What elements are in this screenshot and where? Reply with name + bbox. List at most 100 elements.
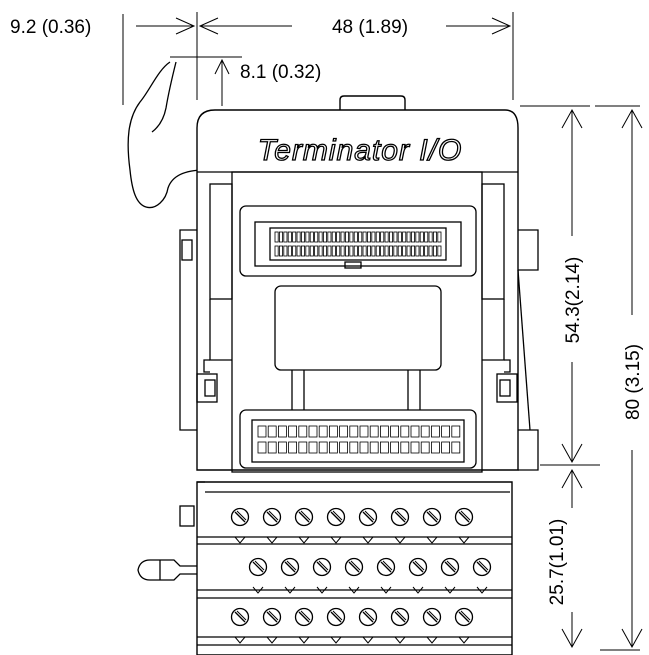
connector-pin [397,231,402,243]
connector-pin [410,231,415,243]
dim-top-width: 48 (1.89) [196,12,514,100]
connector-pin [339,425,349,438]
connector-pin [318,231,323,243]
connector-pin [428,231,433,243]
terminal-screw [312,557,332,594]
connector-pin [349,231,354,243]
overall-height-label: 80 (3.15) [623,344,644,420]
connector-pin [415,245,420,257]
terminal-screw [390,507,410,544]
connector-pin [437,231,442,243]
connector-pin [384,231,389,243]
connector-pin [340,245,345,257]
connector-pin [420,441,430,454]
connector-pin [283,231,288,243]
connector-pin [359,441,369,454]
terminal-screw [454,607,474,644]
terminal-screw [262,607,282,644]
connector-pin [402,231,407,243]
latch-height-label: 8.1 (0.32) [240,62,321,83]
dim-latch-height: 8.1 (0.32) [170,56,321,106]
dim-lower-height: 25.7(1.01) [547,468,583,649]
terminal-screw [230,507,250,544]
connector-pin [309,245,314,257]
connector-pin [298,441,308,454]
connector-pin [420,425,430,438]
connector-pin [292,231,297,243]
connector-pin [278,231,283,243]
terminal-screw [454,507,474,544]
upper-connector [239,205,477,277]
connector-pin [371,231,376,243]
connector-pin [441,441,451,454]
connector-pin [277,425,287,438]
connector-pin [274,231,279,243]
connector-pin [308,425,318,438]
connector-pin [424,231,429,243]
connector-pin [298,425,308,438]
terminal-screw [376,557,396,594]
terminal-screw [344,557,364,594]
connector-pin [380,245,385,257]
connector-pin [292,245,297,257]
connector-pin [432,245,437,257]
connector-pin [339,441,349,454]
connector-pin [388,245,393,257]
connector-pin [283,245,288,257]
connector-pin [384,245,389,257]
connector-pin [406,245,411,257]
terminal-screw [472,557,492,594]
connector-pin [358,231,363,243]
connector-pin [336,231,341,243]
terminal-screw [248,557,268,594]
connector-pin [336,245,341,257]
connector-pin [331,245,336,257]
connector-pin [349,425,359,438]
connector-pin [397,245,402,257]
terminal-screw [230,607,250,644]
logo-text: Terminator I/O [258,134,463,167]
connector-pin [410,441,420,454]
lower-connector [239,409,477,469]
connector-pin [349,245,354,257]
connector-pin [432,231,437,243]
connector-pin [353,245,358,257]
terminal-screw [294,507,314,544]
connector-pin [402,245,407,257]
connector-pin [328,425,338,438]
connector-pin [390,425,400,438]
connector-pin [369,425,379,438]
connector-pin [318,441,328,454]
terminal-screw [294,607,314,644]
connector-pin [358,245,363,257]
connector-pin [353,231,358,243]
connector-pin [322,231,327,243]
connector-pin [296,245,301,257]
connector-pin [327,231,332,243]
connector-pin [406,231,411,243]
connector-pin [366,231,371,243]
terminal-screw [422,607,442,644]
dim-overall-height: 80 (3.15) [595,105,644,651]
connector-pin [375,231,380,243]
connector-pin [419,231,424,243]
terminal-screw [280,557,300,594]
connector-pin [379,441,389,454]
connector-pin [314,245,319,257]
connector-pin [318,245,323,257]
connector-pin [366,245,371,257]
latch-hook [127,61,206,209]
connector-pin [344,231,349,243]
connector-pin [287,231,292,243]
connector-pin [393,231,398,243]
module-body: Terminator I/O [179,109,539,473]
middle-block [274,285,442,410]
connector-pin [257,425,267,438]
connector-pin [349,441,359,454]
connector-pin [300,245,305,257]
connector-pin [267,425,277,438]
connector-pin [328,441,338,454]
connector-pin [318,425,328,438]
